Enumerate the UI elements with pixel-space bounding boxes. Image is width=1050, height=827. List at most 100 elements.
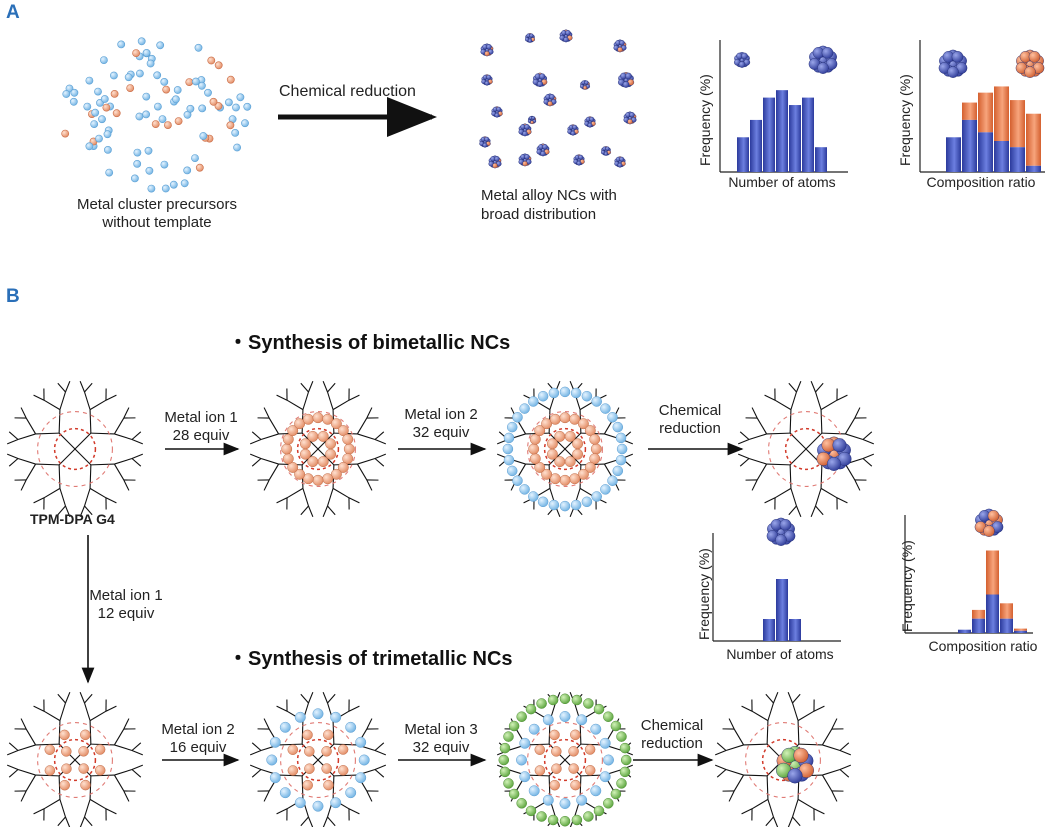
dendrimer-branch — [332, 487, 350, 499]
dendrimer-branch — [820, 464, 823, 489]
dendrimer-branch — [332, 399, 350, 411]
dendrimer-branch — [815, 382, 824, 393]
metal-ion — [570, 387, 582, 399]
dendrimer-branch — [123, 718, 130, 730]
precursor-particle-blue — [233, 143, 241, 152]
alloy-nanocluster — [584, 116, 596, 128]
cluster-atom — [563, 36, 569, 43]
metal-ion — [571, 814, 583, 826]
metal-ion — [546, 448, 558, 460]
dendrimer-branch — [327, 382, 336, 393]
metal-ion — [600, 484, 611, 495]
dendrimer-outer-shell — [37, 722, 113, 798]
cluster-atom — [627, 118, 633, 125]
metal-ion — [610, 720, 622, 732]
dendrimer-branch — [766, 720, 769, 745]
metal-ion — [59, 729, 70, 741]
metal-ion — [503, 778, 514, 789]
dendrimer-branch — [286, 399, 304, 411]
dendrimer-inner-shell — [53, 427, 97, 471]
histogram-3 — [712, 517, 841, 642]
precursor-particle-blue — [236, 93, 245, 102]
dendrimer-branch — [348, 394, 360, 401]
precursor-particle-blue — [173, 86, 182, 94]
tri-step1-line2: 16 equiv — [169, 739, 227, 756]
dendrimer-branch — [74, 448, 92, 466]
metal-ion — [620, 754, 632, 766]
dendrimer-metal2-16 — [249, 691, 387, 827]
precursor-particle-blue — [100, 95, 109, 103]
dendrimer-branch — [356, 463, 368, 481]
panel-label-b: B — [6, 286, 20, 307]
dendrimer-branch — [748, 433, 767, 441]
precursor-particle-orange — [110, 90, 119, 98]
dendrimer-branch — [787, 816, 794, 827]
precursor-particle-blue — [191, 77, 200, 86]
metal-ion — [508, 720, 520, 732]
cluster-atom — [821, 47, 834, 59]
dendrimer-inner-shell — [543, 427, 587, 471]
dendrimer-branch — [767, 702, 775, 721]
dendrimer-branch — [348, 808, 360, 815]
metal-ion — [279, 787, 291, 799]
precursor-particle-blue — [145, 166, 154, 175]
dendrimer-branch — [278, 774, 303, 777]
dendrimer-branch — [845, 433, 864, 441]
metal-ion — [269, 772, 281, 784]
metal-ion — [307, 430, 319, 442]
dendrimer-branch — [788, 382, 797, 393]
tri-step2-line1: Metal ion 3 — [404, 721, 478, 738]
cluster-atom — [572, 124, 578, 130]
cluster-atom — [565, 30, 571, 36]
precursor-particle-blue — [130, 174, 139, 183]
dendrimer-branch — [105, 705, 117, 712]
bar-blue — [776, 90, 788, 172]
dendrimer-branch — [789, 409, 792, 434]
dendrimer-branch — [57, 382, 66, 393]
cluster-atom — [530, 120, 534, 125]
metal-ion — [534, 461, 546, 473]
dendrimer-branch — [58, 432, 76, 450]
precursor-particle-orange — [214, 61, 223, 70]
alloy-nanocluster — [524, 32, 535, 43]
precursor-particle-orange — [163, 121, 172, 129]
alloy-nanocluster — [518, 123, 532, 137]
precursor-particle-blue — [186, 104, 195, 113]
dendrimer-branch — [751, 710, 769, 722]
bar-blue — [789, 619, 801, 641]
dendrimer-branch — [57, 505, 66, 516]
dendrimer-metal3-32 — [496, 691, 634, 827]
cluster-atom — [1024, 66, 1036, 78]
metal-ion — [337, 461, 349, 473]
metal-ion — [549, 729, 560, 741]
dendrimer-branch — [831, 790, 838, 802]
bar-orange — [986, 550, 999, 595]
precursor-particle-blue — [70, 88, 79, 97]
precursor-particle-orange — [102, 103, 111, 112]
dendrimer-branch — [854, 479, 861, 491]
metal-ion — [302, 779, 313, 791]
dendrimer-branch — [854, 407, 861, 419]
dendrimer-branch — [131, 742, 142, 751]
tri-step3-label: Chemical reduction — [641, 717, 704, 753]
alloy-nanocluster — [491, 106, 503, 118]
dendrimer-branch — [795, 380, 802, 393]
metal-ion — [294, 418, 306, 430]
dendrimer-branch — [58, 409, 61, 434]
precursor-particle-orange — [214, 102, 223, 110]
metal-ion — [304, 763, 315, 774]
precursor-particle-blue — [156, 41, 165, 50]
dendrimer-branch — [59, 702, 67, 721]
histogram-icon — [1015, 49, 1045, 78]
dendrimer-branch — [301, 775, 304, 800]
histogram-icon — [808, 45, 838, 74]
precursor-particle-blue — [194, 43, 203, 52]
metal-ion — [323, 729, 334, 741]
metal-ion — [536, 811, 547, 822]
metal-ion — [603, 798, 614, 809]
dendrimer-branch — [131, 438, 144, 445]
dendrimer-branch — [764, 394, 776, 401]
dendrimer-branch — [743, 743, 768, 746]
metal-ion — [607, 412, 618, 423]
dendrimer-branch — [810, 505, 817, 518]
